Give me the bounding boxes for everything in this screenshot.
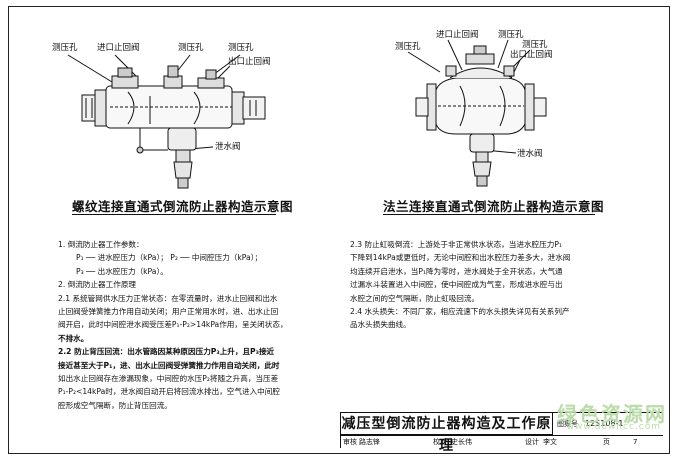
text-line: 品水头损失曲线。 bbox=[350, 320, 411, 330]
text-line: P₁-P₂<14kPa时，泄水阀自动开启将回流水排出，空气进入中间腔 bbox=[58, 387, 280, 397]
text-line: 水腔之间的空气隔断，防止虹吸回流。 bbox=[350, 293, 480, 303]
text-line: 如出水止回阀存在渗漏现象，中间腔的水压P₂将随之升高，当压差 bbox=[58, 374, 279, 384]
atlas-number-label: 图集号 bbox=[557, 420, 578, 428]
outlet-check-valve-label: 出口止回阀 bbox=[510, 50, 553, 60]
checker-name: 史长伟 bbox=[451, 438, 472, 446]
text-line: 腔形成空气隔断，防止背压回流。 bbox=[58, 400, 172, 410]
test-port-label: 测压孔 bbox=[498, 30, 524, 40]
watermark-brand: 绿色资源网 bbox=[557, 402, 667, 426]
text-line: 2.4 水头损失：不同厂家，相应流速下的水头损失详见有关系列产 bbox=[350, 307, 570, 317]
caption-underline bbox=[383, 214, 595, 215]
review-label: 审核 bbox=[343, 438, 357, 446]
test-port-label: 测压孔 bbox=[522, 40, 548, 50]
design-label: 设计 bbox=[525, 438, 539, 446]
atlas-number: 12S108-1 bbox=[585, 419, 624, 428]
text-line: P₃ ── 出水腔压力（kPa）。 bbox=[76, 266, 168, 276]
p3-label: P₃ bbox=[198, 113, 207, 122]
page-label: 页 bbox=[603, 438, 610, 446]
text-line: 2.2 防止背压回流：出水管路因某种原因压力P₃上升，且P₃接近 bbox=[58, 347, 275, 357]
text-line: 2. 倒流防止器工作原理 bbox=[58, 280, 137, 290]
text-line: 止回阀受弹簧推力作用自动关闭；用户正常用水时，进、出水止回 bbox=[58, 307, 279, 317]
p1-label: P₁ bbox=[140, 113, 149, 122]
test-port-label: 测压孔 bbox=[52, 43, 78, 53]
text-line: 接近甚至大于P₁，进、出水止回阀受弹簧推力作用自动关闭，此时 bbox=[58, 360, 280, 370]
working-parameters-text: 1. 倒流防止器工作参数： P₁ ── 进水腔压力（kPa）； P₂ ── 中间腔… bbox=[58, 238, 288, 412]
page-number: 7 bbox=[633, 438, 638, 446]
reviewer-name: 路志锋 bbox=[359, 438, 380, 446]
watermark-url: www.downcc.com bbox=[566, 422, 661, 432]
text-line: 均连续开启泄水，当P₁降为零时，泄水阀处于全开状态，大气通 bbox=[350, 266, 563, 276]
relief-valve-label: 泄水阀 bbox=[517, 149, 543, 159]
text-line: 2.1 系统管网供水压力正常状态：在零流量时，进水止回阀和出水 bbox=[58, 293, 278, 303]
drawing-title: 减压型倒流防止器构造及工作原理 bbox=[341, 413, 553, 454]
text-line: 下降到14kPa或更低时，无论中间腔和出水腔压力差多大，泄水阀 bbox=[350, 253, 571, 263]
text-line: 阀开启，此时中间腔泄水阀受压差P₁-P₂>14kPa作用，呈关闭状态， bbox=[58, 320, 288, 330]
caption-underline bbox=[72, 214, 276, 215]
test-port-label: 测压孔 bbox=[228, 43, 254, 53]
test-port-label: 测压孔 bbox=[178, 43, 204, 53]
outlet-check-valve-label: 出口止回阀 bbox=[228, 57, 271, 67]
flanged-figure-caption: 法兰连接直通式倒流防止器构造示意图 bbox=[383, 199, 605, 214]
relief-valve-label: 泄水阀 bbox=[215, 142, 241, 152]
text-line: 不排水。 bbox=[58, 333, 89, 343]
text-line: P₁ ── 进水腔压力（kPa）； P₂ ── 中间腔压力（kPa）； bbox=[76, 253, 263, 263]
p2-label: P₂ bbox=[166, 113, 175, 122]
inlet-check-valve-label: 进口止回阀 bbox=[97, 43, 140, 53]
text-line: 2.3 防止虹吸倒流：上游处于非正常供水状态，当进水腔压力P₁ bbox=[350, 240, 562, 249]
drawing-sheet bbox=[8, 6, 670, 454]
designer-name: 李文 bbox=[543, 438, 557, 446]
title-block: 减压型倒流防止器构造及工作原理 图集号 12S108-1 审核 路志锋 校对 史… bbox=[340, 412, 663, 454]
text-line: 过漏水斗装置进入中间腔，使中间腔成为气室，形成进水腔与出 bbox=[350, 280, 563, 290]
inlet-check-valve-label: 进口止回阀 bbox=[436, 30, 479, 40]
working-principle-text: 2.3 防止虹吸倒流：上游处于非正常供水状态，当进水腔压力P₁ 下降到14kPa或… bbox=[350, 238, 570, 332]
threaded-figure-caption: 螺纹连接直通式倒流防止器构造示意图 bbox=[72, 199, 294, 214]
text-line: 1. 倒流防止器工作参数： bbox=[58, 240, 144, 249]
check-label: 校对 bbox=[433, 438, 447, 446]
test-port-label: 测压孔 bbox=[395, 42, 421, 52]
